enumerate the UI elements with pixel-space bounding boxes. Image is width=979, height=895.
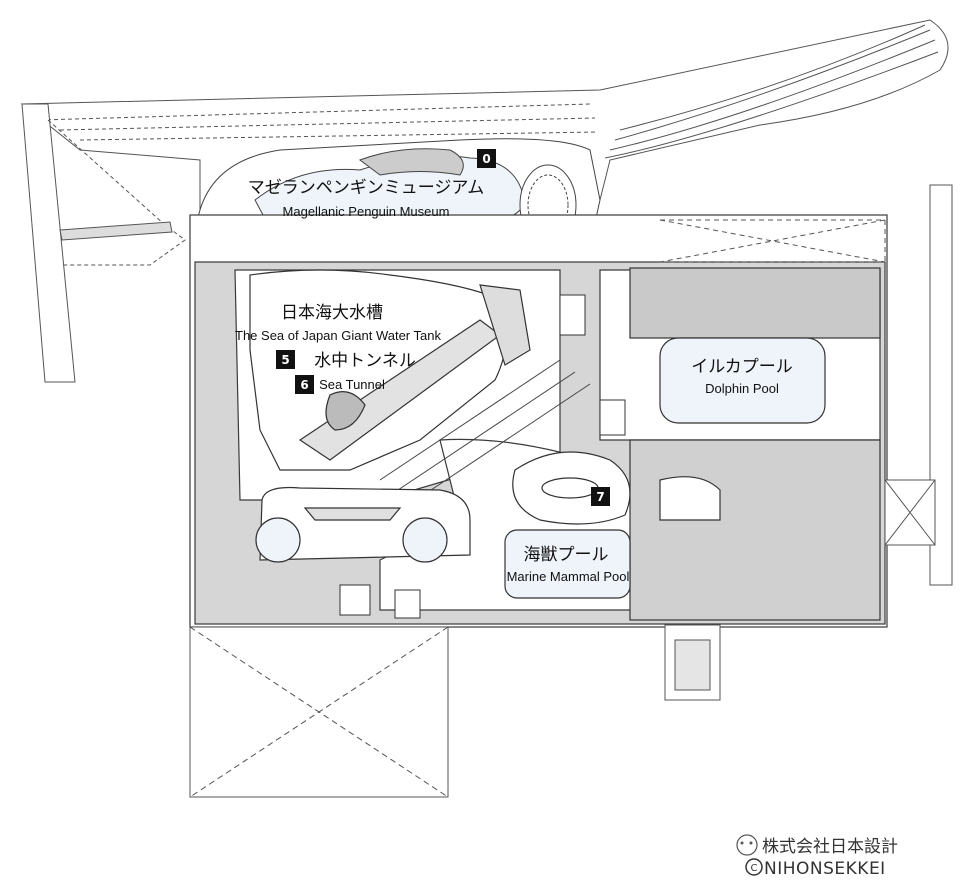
- diagonal-passage: [379, 359, 591, 505]
- bottom-annex: [189, 624, 721, 798]
- stairs: [339, 294, 626, 619]
- tunnel-label: 5 水中トンネル 6 Sea Tunnel: [276, 350, 416, 394]
- copyright-icon: [745, 858, 763, 876]
- central-oval: [512, 451, 631, 525]
- giant-tank-label: 日本海大水槽 The Sea of Japan Giant Water Tank: [235, 303, 441, 343]
- watermark-en: NIHONSEKKEI: [764, 859, 886, 879]
- marine-mammal-pool: [504, 529, 631, 599]
- right-structures: [659, 184, 953, 586]
- giant-water-tank: [249, 269, 531, 471]
- giant-tank-label-jp: 日本海大水槽: [281, 303, 383, 323]
- marker-5: [276, 350, 295, 369]
- marker-7-group: 7: [591, 487, 610, 506]
- marker-5-text: 5: [281, 353, 289, 367]
- marker-7: [591, 487, 610, 506]
- dolphin-pool: [629, 267, 881, 621]
- left-ramp: [21, 103, 186, 383]
- tunnel-label-en: Sea Tunnel: [319, 377, 385, 392]
- marker-6: [295, 375, 314, 394]
- marker-7-text: 7: [596, 490, 604, 504]
- dolphin-label-jp: イルカプール: [691, 357, 793, 377]
- marker-0-text: 0: [482, 152, 490, 166]
- marine-label-jp: 海獣プール: [524, 545, 609, 565]
- watermark: 株式会社日本設計 C NIHONSEKKEI: [736, 834, 898, 879]
- marker-0: [477, 149, 496, 168]
- dolphin-label-en: Dolphin Pool: [705, 381, 779, 396]
- tunnel-label-jp: 水中トンネル: [314, 351, 416, 371]
- marine-label: 海獣プール Marine Mammal Pool: [507, 545, 630, 584]
- watermark-jp: 株式会社日本設計: [762, 837, 898, 857]
- giant-tank-label-en: The Sea of Japan Giant Water Tank: [235, 328, 441, 343]
- marine-label-en: Marine Mammal Pool: [507, 569, 630, 584]
- marker-6-text: 6: [300, 378, 308, 392]
- dolphin-label: イルカプール Dolphin Pool: [691, 357, 793, 396]
- penguin-label-jp: マゼランペンギンミュージアム: [248, 178, 484, 198]
- wechat-icon: [736, 834, 758, 856]
- svg-text:C: C: [751, 863, 758, 874]
- lower-left-tanks: [255, 486, 471, 563]
- penguin-label-en: Magellanic Penguin Museum: [283, 204, 450, 219]
- penguin-label: 0 マゼランペンギンミュージアム Magellanic Penguin Muse…: [248, 149, 496, 219]
